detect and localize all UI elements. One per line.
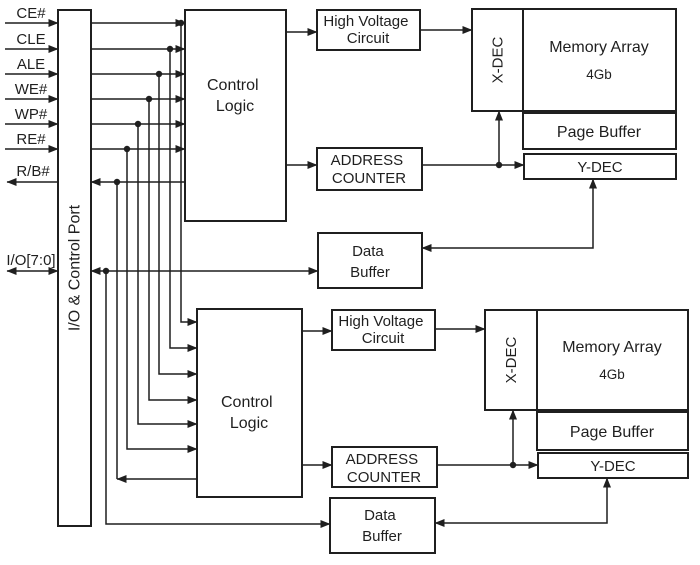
signal-label-we: WE# bbox=[15, 81, 48, 98]
control-logic-2-label: Control Logic bbox=[221, 394, 277, 432]
address-counter-1-box bbox=[316, 147, 423, 191]
wire-data-trunk-db2 bbox=[105, 271, 331, 528]
y-dec-2-label: Y-DEC bbox=[590, 458, 635, 475]
address-counter-1-block: ADDRESS COUNTER bbox=[316, 147, 423, 191]
junction-dot bbox=[155, 70, 163, 78]
data-buffer-1-label: Data Buffer bbox=[350, 243, 390, 281]
signal-label-ce: CE# bbox=[16, 5, 46, 22]
signal-label-cle: CLE bbox=[16, 31, 45, 48]
y-dec-1-block: Y-DEC bbox=[523, 153, 677, 180]
memory-array-2-box bbox=[536, 309, 689, 411]
address-counter-2-label: ADDRESS COUNTER bbox=[346, 451, 423, 486]
wire-we-cl2-drop bbox=[148, 99, 198, 404]
x-dec-1-block: X-DEC bbox=[471, 8, 524, 112]
x-dec-2-label: X-DEC bbox=[503, 336, 520, 383]
high-voltage-circuit-2-label: High Voltage Circuit bbox=[338, 313, 427, 347]
y-dec-1-box bbox=[523, 153, 677, 180]
page-buffer-2-box bbox=[536, 411, 689, 451]
control-logic-1-block: Control Logic bbox=[184, 9, 287, 222]
junction-dot bbox=[177, 19, 185, 27]
y-dec-2-box bbox=[537, 452, 689, 479]
data-buffer-1-box bbox=[317, 232, 423, 289]
page-buffer-2-label: Page Buffer bbox=[570, 424, 655, 441]
signal-label-wp: WP# bbox=[15, 106, 48, 123]
wire-db1-ydec1 bbox=[421, 178, 597, 252]
wire-wp-cl2-drop bbox=[137, 124, 198, 428]
junction-dots bbox=[102, 19, 517, 469]
signal-label-re: RE# bbox=[16, 131, 46, 148]
signal-labels: CE# CLE ALE WE# WP# RE# R/B# I/O[7:0] bbox=[6, 5, 55, 269]
junction-dot bbox=[166, 45, 174, 53]
memory-array-2-capacity: 4Gb bbox=[599, 367, 625, 382]
address-counter-1-label: ADDRESS COUNTER bbox=[331, 152, 408, 187]
page-buffer-1-box bbox=[522, 112, 677, 150]
address-counter-2-box bbox=[331, 446, 438, 488]
high-voltage-circuit-1-label: High Voltage Circuit bbox=[323, 13, 412, 47]
high-voltage-circuit-2-box bbox=[331, 309, 436, 351]
x-dec-1-label: X-DEC bbox=[490, 36, 507, 83]
x-dec-2-block: X-DEC bbox=[484, 309, 538, 411]
junction-dot bbox=[509, 461, 517, 469]
junction-dot bbox=[495, 161, 503, 169]
memory-array-2-block: Memory Array 4Gb bbox=[536, 309, 689, 411]
memory-array-1-box bbox=[522, 8, 677, 112]
control-logic-2-box bbox=[196, 308, 303, 498]
signal-label-io: I/O[7:0] bbox=[6, 252, 55, 269]
y-dec-2-block: Y-DEC bbox=[537, 452, 689, 479]
memory-array-1-block: Memory Array 4Gb bbox=[522, 8, 677, 112]
control-logic-1-label: Control Logic bbox=[207, 77, 263, 115]
memory-array-1-label: Memory Array bbox=[549, 39, 649, 56]
wire-re-cl2-drop bbox=[126, 149, 198, 453]
data-buffer-2-block: Data Buffer bbox=[329, 497, 436, 554]
wire-ale-cl2-drop bbox=[158, 74, 198, 378]
high-voltage-circuit-2-block: High Voltage Circuit bbox=[331, 309, 436, 351]
page-buffer-2-block: Page Buffer bbox=[536, 411, 689, 451]
memory-array-2-label: Memory Array bbox=[562, 339, 662, 356]
control-logic-1-box bbox=[184, 9, 287, 222]
junction-dot bbox=[134, 120, 142, 128]
data-buffer-1-block: Data Buffer bbox=[317, 232, 423, 289]
junction-dot bbox=[145, 95, 153, 103]
address-counter-2-block: ADDRESS COUNTER bbox=[331, 446, 438, 488]
io-control-port-block: I/O & Control Port bbox=[57, 9, 92, 527]
wires bbox=[5, 19, 611, 528]
signal-label-rb: R/B# bbox=[16, 163, 50, 180]
control-logic-2-block: Control Logic bbox=[196, 308, 303, 498]
junction-dot bbox=[102, 267, 110, 275]
wire-cle-cl2-drop bbox=[169, 49, 198, 352]
data-buffer-2-box bbox=[329, 497, 436, 554]
wire-db2-ydec2 bbox=[434, 477, 611, 527]
y-dec-1-label: Y-DEC bbox=[577, 159, 622, 176]
page-buffer-1-block: Page Buffer bbox=[522, 112, 677, 150]
junction-dot bbox=[113, 178, 121, 186]
data-buffer-2-label: Data Buffer bbox=[362, 507, 402, 545]
io-control-port-label: I/O & Control Port bbox=[67, 204, 84, 331]
memory-array-1-capacity: 4Gb bbox=[586, 67, 612, 82]
wire-ce-cl2-drop bbox=[180, 23, 198, 326]
junction-dot bbox=[123, 145, 131, 153]
high-voltage-circuit-1-block: High Voltage Circuit bbox=[316, 9, 421, 51]
page-buffer-1-label: Page Buffer bbox=[557, 124, 642, 141]
signal-label-ale: ALE bbox=[17, 56, 45, 73]
